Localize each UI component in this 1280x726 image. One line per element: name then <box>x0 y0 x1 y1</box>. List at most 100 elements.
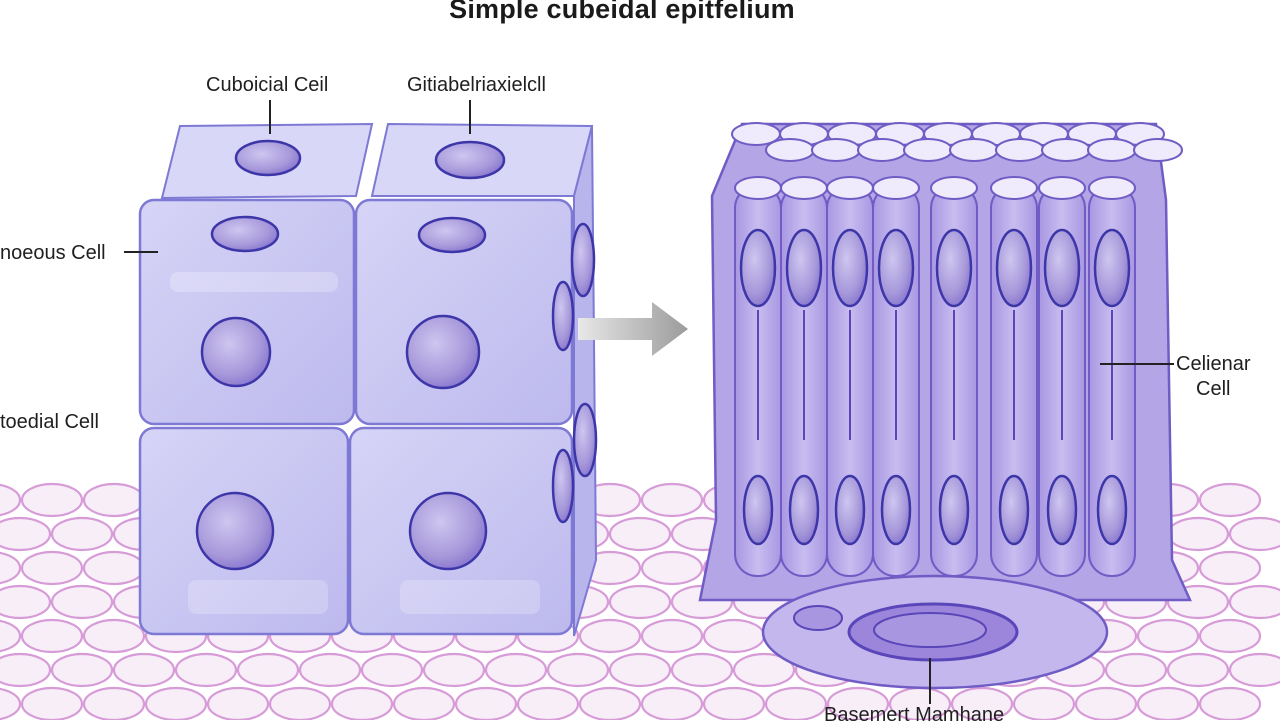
tissue-cell <box>20 618 84 654</box>
nucleus-lower <box>788 474 820 546</box>
tissue-cell <box>640 482 704 518</box>
tissue-cell <box>330 686 394 720</box>
tissue-cell <box>206 686 270 720</box>
transition-arrow <box>578 302 688 356</box>
tissue-cell <box>1198 618 1262 654</box>
cell-apex <box>1133 138 1183 162</box>
tissue-cell <box>82 550 146 586</box>
tissue-cell <box>268 686 332 720</box>
cell-apex <box>1041 138 1091 162</box>
cell-apex <box>826 176 874 200</box>
tissue-cell <box>360 652 424 688</box>
leader-lines <box>124 100 1174 704</box>
tissue-cell <box>950 686 1014 720</box>
tissue-cell <box>608 652 672 688</box>
cell-apex <box>734 176 782 200</box>
tissue-cell <box>1198 550 1262 586</box>
tissue-cell <box>0 551 22 585</box>
tissue-cell <box>82 618 146 654</box>
label-left-upper: noeous Cell <box>0 242 106 264</box>
tissue-cell <box>608 584 672 620</box>
cell-apex <box>872 176 920 200</box>
label-columnar-line1: Celienar <box>1176 353 1251 375</box>
tissue-cell <box>1074 686 1138 720</box>
tissue-cell <box>422 652 486 688</box>
nucleus-lower <box>834 474 866 546</box>
cuboidal-block <box>138 122 598 637</box>
cell-apex <box>857 138 907 162</box>
tissue-cell <box>298 652 362 688</box>
cell-apex <box>930 176 978 200</box>
nucleus-lower <box>998 474 1030 546</box>
tissue-cell <box>1136 618 1200 654</box>
nucleus-upper <box>739 228 777 308</box>
tissue-cell <box>1198 686 1262 720</box>
nucleus-lower <box>880 474 912 546</box>
tissue-cell <box>484 652 548 688</box>
tissue-cell <box>0 584 52 620</box>
tissue-cell <box>50 652 114 688</box>
tissue-cell <box>640 686 704 720</box>
tissue-cell <box>608 516 672 552</box>
tissue-cell <box>0 483 22 517</box>
nucleus-upper <box>785 228 823 308</box>
tissue-cell <box>826 686 890 720</box>
tissue-cell <box>0 687 22 720</box>
nucleus-lower <box>1096 474 1128 546</box>
tissue-cell <box>1012 686 1076 720</box>
label-basement-membrane: Basemert Mamhane <box>824 704 1005 726</box>
tissue-cell <box>702 686 766 720</box>
label-left-lower: toedial Cell <box>0 411 99 433</box>
tissue-cell <box>0 619 22 653</box>
nucleus-upper <box>995 228 1033 308</box>
tissue-cell <box>578 686 642 720</box>
tissue-cell <box>1104 652 1168 688</box>
tissue-cell <box>236 652 300 688</box>
tissue-cell <box>144 686 208 720</box>
label-columnar-line2: Cell <box>1196 378 1231 400</box>
nucleus-upper <box>877 228 915 308</box>
tissue-cell <box>20 550 84 586</box>
tissue-cell <box>640 550 704 586</box>
cell-apex <box>1038 176 1086 200</box>
nucleus-lower <box>938 474 970 546</box>
tissue-cell <box>670 652 734 688</box>
cell-apex <box>903 138 953 162</box>
tissue-cell <box>82 482 146 518</box>
tissue-cell <box>1166 652 1230 688</box>
tissue-cell <box>20 482 84 518</box>
nucleus-upper <box>1043 228 1081 308</box>
tissue-cell <box>732 652 796 688</box>
cell-apex <box>1088 176 1136 200</box>
label-top-right: Gitiabelriaxielсll <box>407 74 546 96</box>
cell-apex <box>780 176 828 200</box>
tissue-cell <box>50 584 114 620</box>
nucleus-upper <box>935 228 973 308</box>
tissue-cell <box>702 618 766 654</box>
nucleus-lower <box>1046 474 1078 546</box>
tissue-cell <box>640 618 704 654</box>
label-columnar-cell: Celienar Cell <box>1176 352 1250 402</box>
cell-apex <box>765 138 815 162</box>
tissue-cell <box>1228 584 1280 620</box>
nucleus-upper <box>1093 228 1131 308</box>
tissue-cell <box>1228 652 1280 688</box>
cell-apex <box>949 138 999 162</box>
nucleus-upper <box>831 228 869 308</box>
tissue-cell <box>392 686 456 720</box>
columnar-block <box>698 122 1192 690</box>
cell-apex <box>990 176 1038 200</box>
cell-apex <box>995 138 1045 162</box>
tissue-cell <box>1198 482 1262 518</box>
tissue-cell <box>516 686 580 720</box>
tissue-cell <box>578 618 642 654</box>
tissue-cell <box>1228 516 1280 552</box>
tissue-cell <box>1136 686 1200 720</box>
tissue-cell <box>20 686 84 720</box>
tissue-cell <box>1166 516 1230 552</box>
tissue-cell <box>112 652 176 688</box>
tissue-cell <box>174 652 238 688</box>
tissue-cell <box>0 516 52 552</box>
